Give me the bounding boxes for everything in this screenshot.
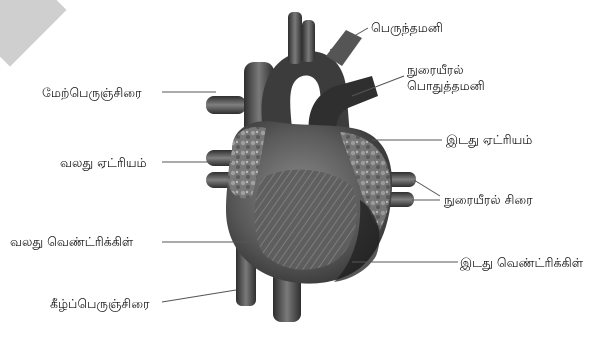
aortic-branch-2 (302, 20, 315, 62)
label-right-ventricle: வலது வெண்ட்ரிக்கிள் (10, 234, 133, 250)
label-inferior-vena-cava: கீழ்ப்பெருஞ்சிரை (50, 296, 149, 312)
right-ventricle-muscle (255, 170, 357, 270)
label-pulmonary-artery: நுரையீரல் பொதுத்தமனி (407, 62, 485, 94)
label-aorta: பெருந்தமனி (371, 20, 443, 36)
label-left-ventricle: இடது வெண்ட்ரிக்கிள் (460, 255, 583, 271)
label-right-atrium: வலது ஏட்ரியம் (60, 155, 147, 171)
leader-inferior-vena-cava (162, 290, 236, 302)
label-pulmonary-veins: நுரையீரல் சிரை (444, 192, 533, 208)
left-vessel-stub-upper (206, 96, 246, 114)
label-left-atrium: இடது ஏட்ரியம் (446, 132, 532, 148)
aortic-branch-1 (288, 12, 302, 64)
label-superior-vena-cava: மேற்பெருஞ்சிரை (42, 85, 142, 101)
leader-pulmonary-veins-upper (414, 180, 440, 196)
